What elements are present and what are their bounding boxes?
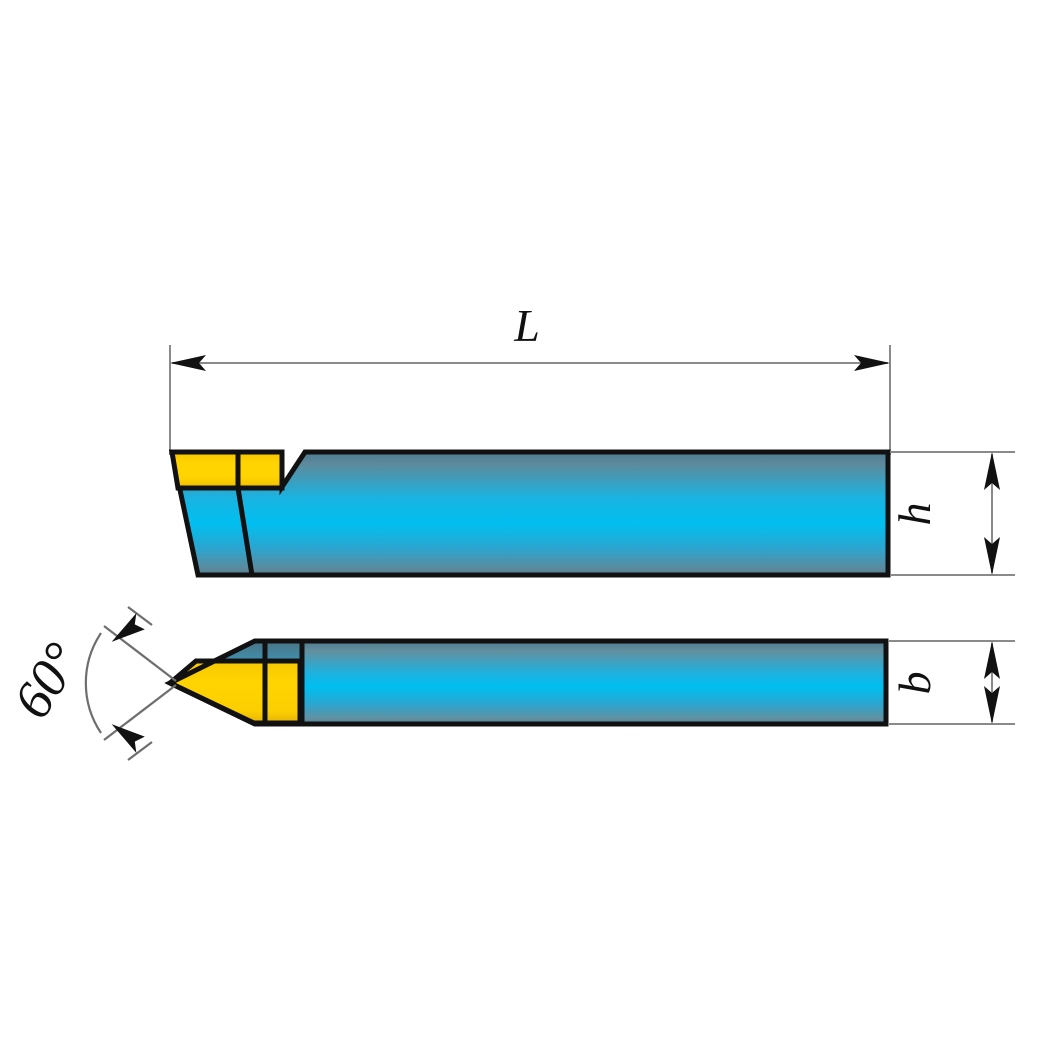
point-angle-arrow-upper	[111, 613, 145, 642]
width-label: b	[889, 672, 940, 695]
length-label: L	[513, 300, 540, 351]
height-label: h	[889, 503, 940, 526]
point-angle-tail-lower	[127, 741, 153, 761]
side-elevation-view	[168, 345, 1015, 578]
length-arrow-right	[854, 355, 890, 371]
point-angle-label: 60°	[1, 633, 92, 729]
tip-upper-edge-plan	[168, 638, 300, 686]
point-angle-arc	[84, 632, 102, 734]
length-arrow-left	[170, 355, 206, 371]
point-angle-leg-lower	[103, 684, 177, 741]
point-angle-arrow-lower	[111, 724, 145, 753]
height-arrow-top	[984, 452, 1000, 490]
width-arrow-bottom	[984, 686, 1000, 724]
point-angle-tail-upper	[127, 606, 153, 626]
height-arrow-bottom	[984, 537, 1000, 575]
insert-joint-extension-side	[235, 487, 255, 576]
point-angle-leg-upper	[103, 625, 177, 682]
width-arrow-top	[984, 641, 1000, 679]
tip-lower-edge-plan	[168, 680, 300, 727]
tip-chamfer-face-plan	[172, 642, 300, 682]
carbide-insert-side	[169, 449, 285, 491]
plan-view	[84, 606, 1015, 761]
